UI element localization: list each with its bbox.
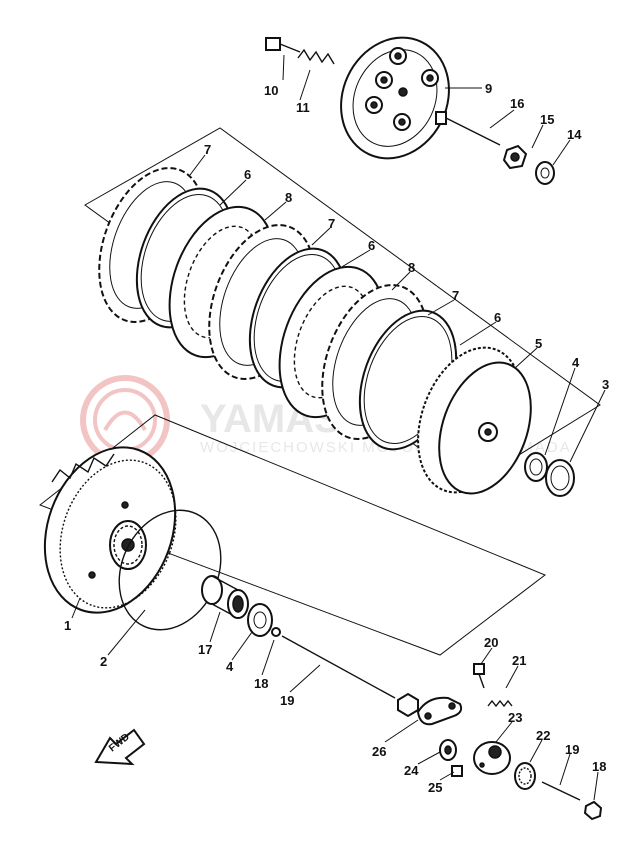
callout-16: 18 [254,676,268,691]
clutch-housing [43,446,177,614]
screw-25 [473,663,485,689]
callout-6-a: 6 [244,167,251,182]
spring-11 [297,48,335,65]
callout-17: 19 [280,693,294,708]
nut-13 [502,144,528,170]
callout-1: 1 [64,618,71,633]
callout-3: 3 [602,377,609,392]
callout-4-upper: 4 [572,355,580,370]
callout-18: 18 [592,759,606,774]
gear-20 [514,762,536,790]
washer-3 [545,459,575,497]
callout-22: 24 [404,763,419,778]
fwd-arrow-icon: FWD [94,728,146,766]
callout-21: 23 [508,710,522,725]
callout-labels: 10 11 9 16 15 14 7 6 8 7 6 8 7 6 5 4 3 1… [64,81,609,795]
push-lever-housing-21 [473,741,511,775]
callout-14: 16 [510,96,524,111]
bolt-10 [265,37,301,53]
callout-4-lower: 4 [226,659,234,674]
callout-6-c: 6 [494,310,501,325]
lower-guide-frame [38,414,546,656]
ball-16 [271,627,281,637]
screw-23 [451,765,463,777]
callout-26: 21 [512,653,526,668]
shaft-19 [541,781,581,801]
callout-13: 15 [540,112,554,127]
callout-12: 14 [567,127,582,142]
bushing-22 [439,739,457,761]
push-lever [416,696,463,726]
clutch-boss [417,346,532,495]
callout-20: 22 [536,728,550,743]
adjust-nut-24 [397,692,419,718]
callout-23: 25 [428,780,442,795]
callout-15: 17 [198,642,212,657]
leader-lines [71,54,606,801]
thrust-washer-4-lower [247,603,273,637]
callout-7-c: 7 [452,288,459,303]
push-rod-17 [281,635,396,699]
callout-11: 11 [296,100,310,115]
callout-24: 26 [372,744,386,759]
callout-8-b: 8 [408,260,415,275]
callout-6-b: 6 [368,238,375,253]
callout-5: 5 [535,336,542,351]
callout-7-b: 7 [328,216,335,231]
callout-7-a: 7 [204,142,211,157]
callout-10: 10 [264,83,278,98]
nut-18 [583,800,603,821]
spacer-15 [201,575,249,619]
lock-washer-12 [535,161,555,185]
callout-2: 2 [100,654,107,669]
spring-26 [487,699,513,708]
thrust-washer-4-upper [524,452,548,482]
callout-19: 19 [565,742,579,757]
callout-25: 20 [484,635,498,650]
pressure-plate [340,36,450,160]
callout-8-a: 8 [285,190,292,205]
push-rod-14 [435,111,501,146]
callout-9: 9 [485,81,492,96]
